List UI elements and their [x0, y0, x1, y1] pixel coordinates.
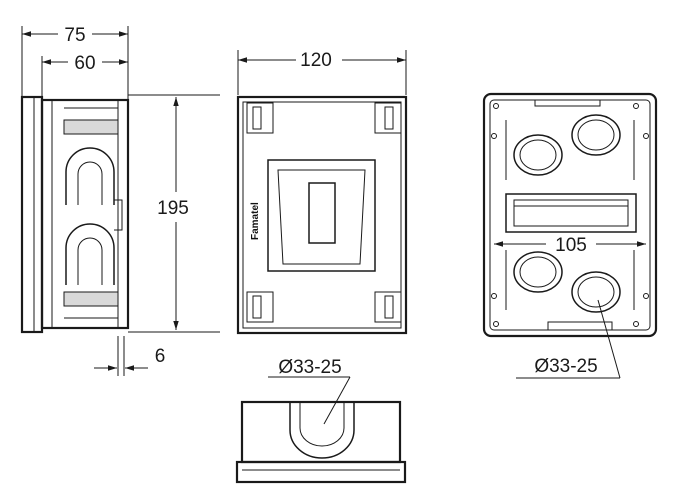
bottom-view: Ø33-25: [235, 357, 407, 484]
dim-knockout-bottom: Ø33-25: [278, 357, 341, 378]
dim-height: 195: [157, 198, 189, 219]
dim-rear-spacing: 105: [555, 235, 587, 256]
side-box-body: [40, 98, 130, 330]
side-flange: [20, 95, 44, 334]
rear-dimensions: 105 Ø33-25: [494, 235, 646, 379]
brand-label: Famatel: [250, 202, 261, 240]
din-rail: [505, 193, 637, 233]
front-panel: [236, 95, 408, 335]
front-corner-slots: [246, 102, 402, 323]
rear-box: [482, 92, 658, 338]
dim-side-box-depth: 60: [74, 53, 95, 74]
breaker-window: [267, 159, 376, 272]
dim-knockout-rear: Ø33-25: [534, 356, 597, 377]
front-dimensions: 120: [237, 50, 407, 95]
dim-front-width: 120: [300, 50, 332, 71]
rear-screw-holes: [491, 103, 649, 327]
breaker-toggle: [308, 182, 336, 244]
rear-knockouts: [513, 114, 621, 313]
dim-flange: 6: [155, 346, 166, 367]
side-dimensions: 75 60 195 6: [21, 25, 220, 376]
dim-side-total-depth: 75: [64, 25, 85, 46]
front-view: Famatel: [236, 95, 408, 335]
bottom-box: [240, 400, 402, 464]
bottom-flange: [235, 460, 407, 484]
rear-view: [482, 92, 658, 338]
side-view: [20, 95, 130, 334]
